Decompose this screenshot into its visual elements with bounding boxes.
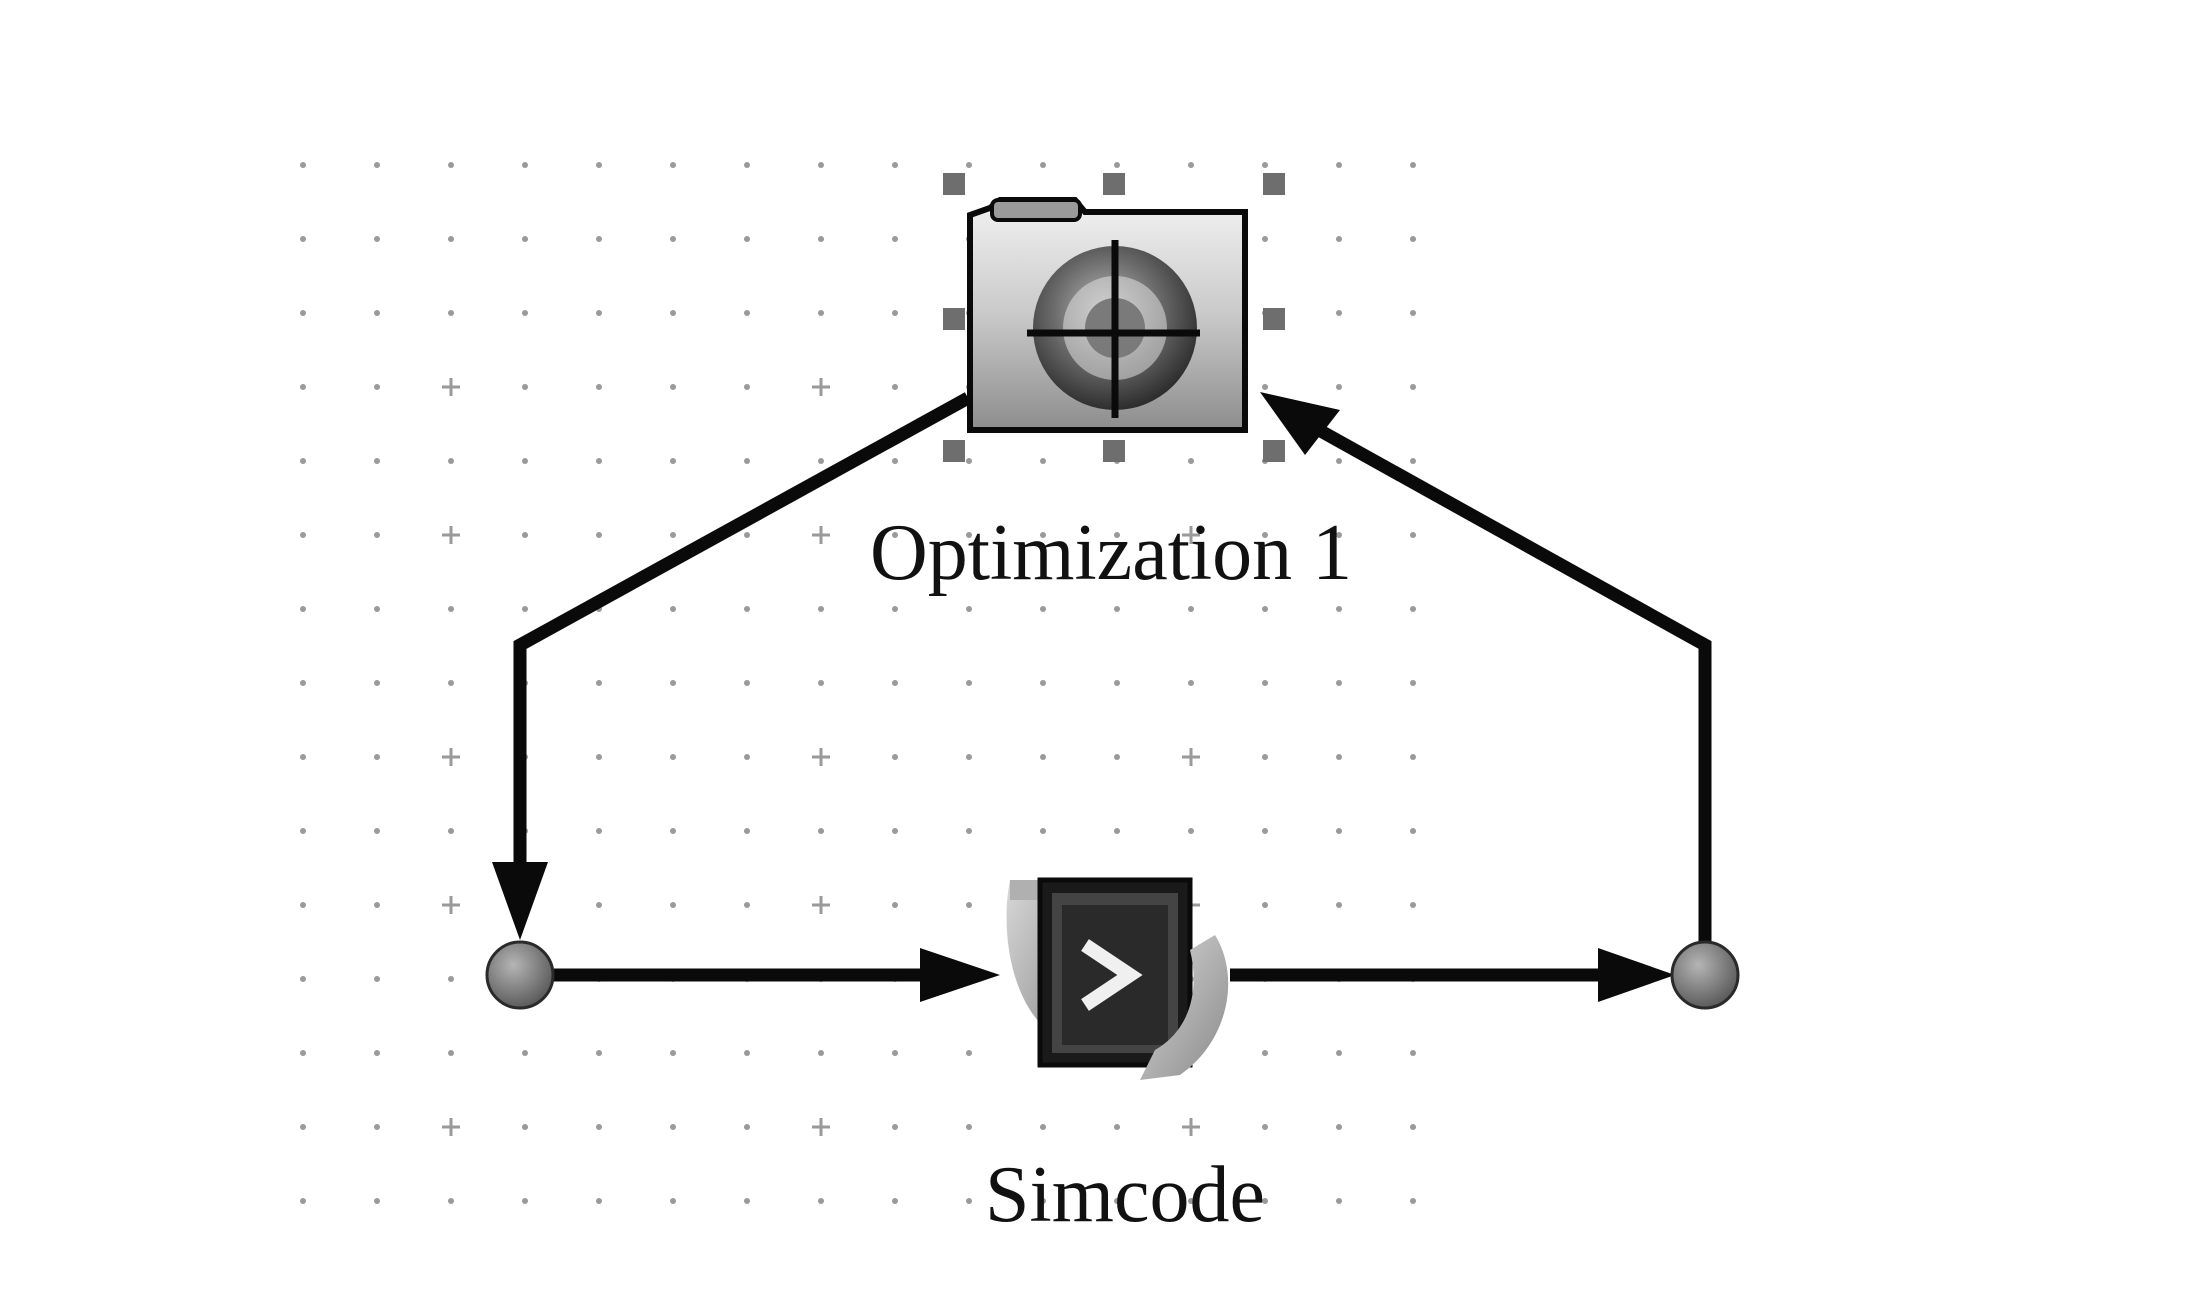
edge-optimization-to-input[interactable] [492, 392, 972, 940]
port-dot-icon [1670, 940, 1740, 1010]
canvas-grid [300, 162, 1416, 1204]
arrowhead-right [920, 948, 1000, 1002]
simcode-terminal-icon [1006, 877, 1229, 1080]
edge-output-to-optimization[interactable] [1260, 392, 1712, 945]
simcode-node[interactable] [1006, 877, 1229, 1080]
arrowhead-right [1598, 948, 1675, 1002]
optimization-node[interactable] [943, 173, 1285, 462]
optimization-node-label: Optimization 1 [870, 509, 1353, 597]
selection-handles [943, 173, 1285, 462]
simcode-node-label: Simcode [985, 1151, 1265, 1239]
edge-input-to-simcode[interactable] [540, 948, 1000, 1002]
arrowhead-up-left [1260, 392, 1340, 455]
output-port[interactable] [1670, 940, 1740, 1010]
port-dot-icon [485, 940, 555, 1010]
edge-simcode-to-output[interactable] [1230, 948, 1675, 1002]
arrowhead-down [492, 862, 548, 940]
input-port[interactable] [485, 940, 555, 1010]
optimization-target-icon [967, 197, 1248, 433]
